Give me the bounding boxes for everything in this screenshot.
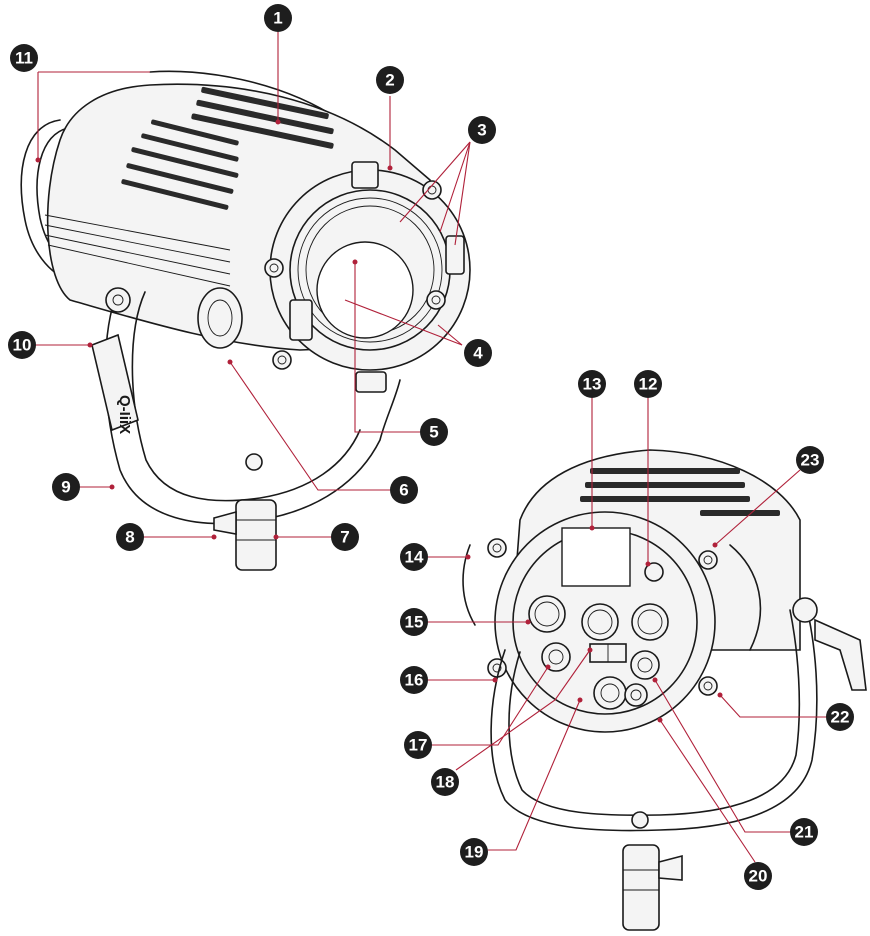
svg-text:17: 17 [409,736,428,755]
svg-text:19: 19 [465,843,484,862]
svg-text:21: 21 [795,823,814,842]
callout-9: 9 [52,473,80,501]
front-lens [316,241,414,339]
callout-13: 13 [578,370,606,398]
front-spigot [235,499,277,571]
callout-5: 5 [420,418,448,446]
svg-text:7: 7 [340,528,349,547]
callout-23: 23 [796,446,824,474]
svg-text:6: 6 [399,481,408,500]
tilt-lock-knob [197,287,243,349]
callout-18: 18 [431,768,459,796]
callout-21: 21 [790,818,818,846]
rear-yoke-handle [814,618,867,691]
svg-text:18: 18 [436,773,455,792]
callout-11: 11 [10,44,38,72]
rear-spigot [622,844,660,931]
control-knob-right [631,603,669,641]
front-view-fixture: Q-IiiX [20,70,471,571]
svg-text:2: 2 [385,71,394,90]
housing-vents [121,86,334,210]
svg-text:9: 9 [61,478,70,497]
svg-text:15: 15 [405,613,424,632]
leader-lines [22,32,826,863]
callouts: 1 2 3 4 5 6 7 8 9 10 11 12 13 14 15 16 1… [8,4,854,890]
svg-text:5: 5 [429,423,438,442]
svg-text:11: 11 [15,49,33,68]
callout-15: 15 [400,608,428,636]
callout-7: 7 [331,523,359,551]
svg-text:14: 14 [405,548,424,567]
callout-1: 1 [264,4,292,32]
svg-text:16: 16 [405,671,424,690]
svg-text:20: 20 [749,867,768,886]
ir-receiver [644,562,664,582]
callout-16: 16 [400,666,428,694]
svg-text:1: 1 [273,9,282,28]
callout-12: 12 [634,370,662,398]
top-handle [149,70,341,121]
callout-3: 3 [468,116,496,144]
svg-text:22: 22 [831,708,850,727]
rear-view-fixture [462,449,867,931]
callout-19: 19 [460,838,488,866]
svg-text:3: 3 [477,121,486,140]
callout-17: 17 [404,731,432,759]
callout-4: 4 [464,339,492,367]
callout-6: 6 [390,476,418,504]
svg-text:13: 13 [583,375,602,394]
control-knob-left [528,595,566,633]
callout-14: 14 [400,543,428,571]
svg-text:12: 12 [639,375,658,394]
lcd-display [561,527,631,587]
callout-8: 8 [116,523,144,551]
callout-22: 22 [826,703,854,731]
brand-mark: Q-IiiX [116,395,133,434]
callout-20: 20 [744,862,772,890]
aux-connector [541,642,571,672]
callout-2: 2 [376,66,404,94]
svg-text:23: 23 [801,451,820,470]
yoke-lock-handle [91,333,139,432]
callout-10: 10 [8,331,36,359]
control-knob-center [581,603,619,641]
svg-text:8: 8 [125,528,134,547]
svg-text:4: 4 [473,344,483,363]
rear-vents [580,468,780,516]
svg-text:10: 10 [13,336,32,355]
dc-input [624,683,648,707]
power-connector [593,676,627,710]
dmx-connector [630,650,660,680]
rear-yoke [490,599,818,832]
